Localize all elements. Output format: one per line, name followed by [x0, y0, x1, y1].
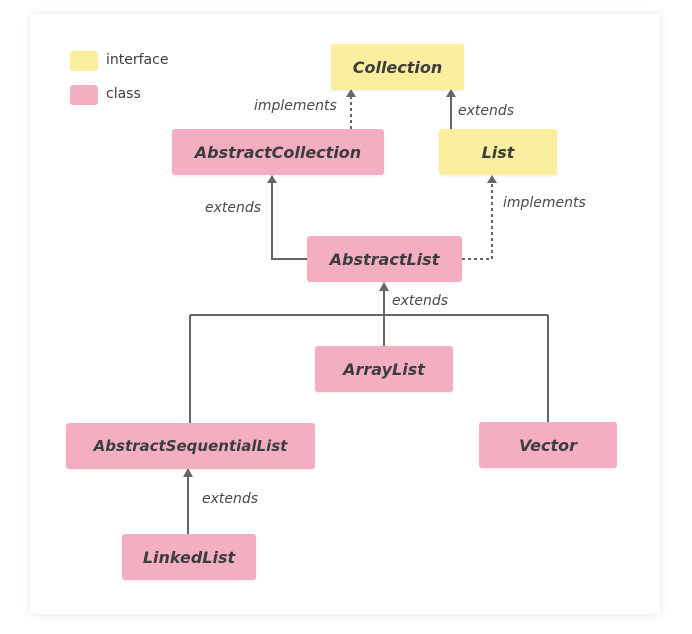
- node-list: List: [439, 129, 557, 175]
- arrowhead-collection-extends: [446, 89, 456, 97]
- edge-abstractlist-abstractcollection: [271, 182, 307, 260]
- arrowhead-collection-implements: [346, 89, 356, 97]
- legend-interface-label: interface: [106, 52, 169, 68]
- arrowhead-abstractsequentiallist-extends: [183, 468, 193, 477]
- label-extends-list-collection: extends: [458, 103, 515, 119]
- label-extends-abstractsequentiallist: extends: [202, 491, 259, 507]
- node-arraylist: ArrayList: [315, 346, 453, 392]
- arrowhead-abstractcollection-extends: [267, 175, 277, 183]
- label-implements-collection: implements: [254, 98, 337, 114]
- node-linkedlist: LinkedList: [122, 534, 256, 580]
- label-extends-abstractlist: extends: [392, 293, 449, 309]
- legend-class-label: class: [106, 86, 141, 102]
- legend-class-swatch: [70, 85, 98, 105]
- arrowhead-list-implements: [487, 175, 497, 183]
- node-abstractsequentiallist: AbstractSequentialList: [66, 423, 315, 469]
- node-vector: Vector: [479, 422, 617, 468]
- label-extends-abstractcollection: extends: [205, 200, 262, 216]
- label-implements-list: implements: [503, 195, 586, 211]
- node-abstractcollection: AbstractCollection: [172, 129, 384, 175]
- node-abstractlist: AbstractList: [307, 236, 462, 282]
- legend-interface-swatch: [70, 51, 98, 71]
- node-collection: Collection: [331, 44, 464, 90]
- edge-abstractlist-list: [462, 182, 493, 260]
- arrowhead-abstractlist-extends: [379, 282, 389, 291]
